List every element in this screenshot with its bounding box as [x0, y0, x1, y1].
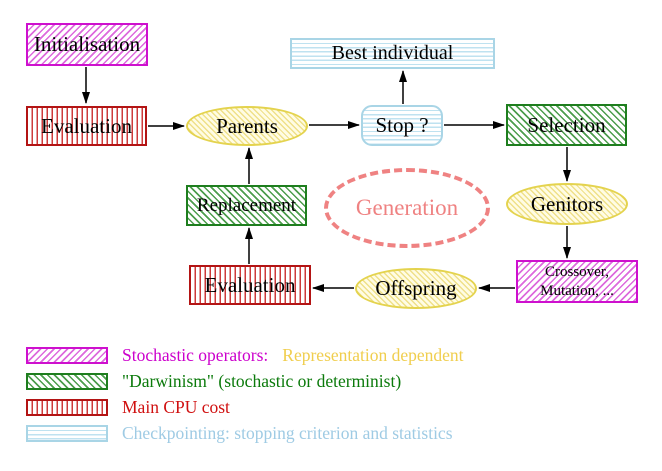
node-stop-label: Stop ? — [375, 113, 429, 138]
legend-swatch-green-diagonal-hatch — [26, 372, 108, 390]
node-generation: Generation — [324, 168, 490, 248]
node-parents: Parents — [186, 106, 308, 146]
legend-swatch-red-vertical-stripes — [26, 398, 108, 416]
legend-swatch-blue-horizontal-stripes — [26, 424, 108, 442]
legend-item-checkpointing: Checkpointing: stopping criterion and st… — [26, 423, 453, 443]
node-parents-label: Parents — [216, 113, 278, 138]
node-initialisation-label: Initialisation — [33, 32, 141, 57]
node-offspring: Offspring — [355, 268, 477, 309]
node-selection-label: Selection — [527, 112, 606, 137]
legend-label-cpu-cost: Main CPU cost — [122, 396, 230, 417]
node-genitors: Genitors — [506, 183, 628, 225]
node-replacement-label: Replacement — [196, 194, 297, 216]
legend-item-stochastic: Stochastic operators:Representation depe… — [26, 345, 464, 365]
node-genitors-label: Genitors — [530, 191, 604, 216]
node-evaluation-bottom-label: Evaluation — [204, 272, 296, 297]
node-evaluation-bottom: Evaluation — [189, 265, 311, 305]
node-best-individual: Best individual — [290, 38, 495, 69]
node-crossover-mutation: Crossover, Mutation, ... — [516, 260, 638, 303]
legend-item-darwinism: "Darwinism" (stochastic or determinist) — [26, 371, 401, 391]
node-offspring-label: Offspring — [375, 276, 457, 301]
node-evaluation-top: Evaluation — [26, 106, 147, 146]
legend-label-darwinism: "Darwinism" (stochastic or determinist) — [122, 370, 402, 391]
node-generation-label: Generation — [355, 195, 459, 220]
node-initialisation: Initialisation — [26, 23, 148, 66]
legend-swatch-magenta-diagonal-hatch — [26, 346, 108, 364]
legend-label-checkpointing: Checkpointing: stopping criterion and st… — [122, 422, 453, 443]
node-best-individual-label: Best individual — [331, 42, 454, 64]
node-crossover-line2: Mutation, ... — [540, 282, 614, 299]
node-selection: Selection — [506, 104, 627, 146]
node-stop: Stop ? — [361, 105, 443, 146]
legend-item-cpu-cost: Main CPU cost — [26, 397, 230, 417]
node-replacement: Replacement — [186, 185, 307, 226]
node-evaluation-top-label: Evaluation — [41, 113, 132, 138]
legend-label-stochastic: Stochastic operators:Representation depe… — [122, 344, 464, 365]
node-crossover-line1: Crossover, — [545, 263, 609, 280]
